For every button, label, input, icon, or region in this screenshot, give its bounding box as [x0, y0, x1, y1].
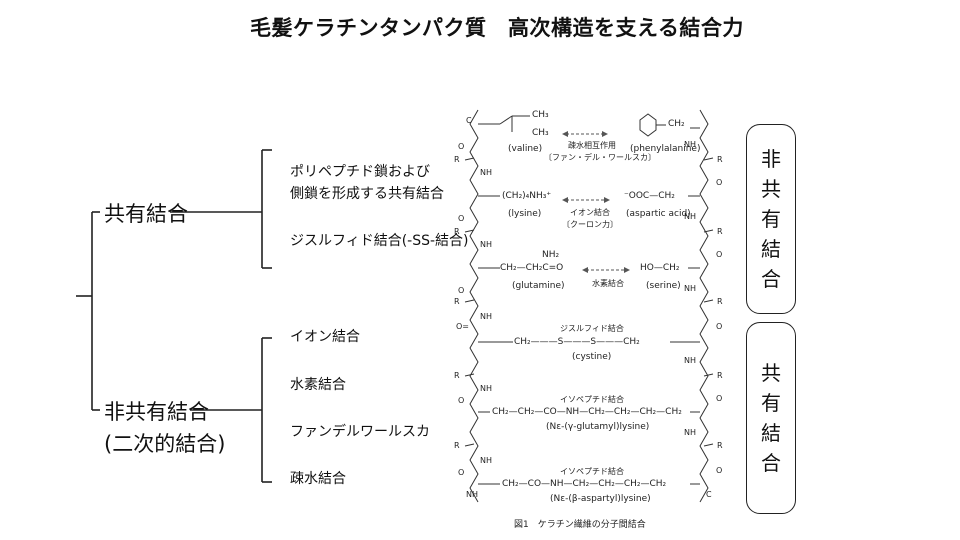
o-right-5: O — [716, 466, 723, 475]
o-right-1: O — [716, 178, 723, 187]
r-group-left-5: R — [454, 441, 460, 450]
covalent-box-char-4: 合 — [761, 451, 781, 475]
r-group-right-5: R — [717, 441, 723, 450]
noncovalent-box-char-3: 有 — [761, 207, 781, 231]
o-left-5: O — [458, 468, 465, 477]
disulfide-item: ジスルフィド結合(-SS-結合) — [290, 233, 469, 249]
serine-label: (serine) — [646, 281, 681, 291]
valine-label: (valine) — [508, 144, 543, 154]
nh-right-2: NH — [684, 212, 696, 221]
ionic-item: イオン結合 — [290, 329, 360, 345]
phenyl-ch2: CH₂ — [668, 119, 685, 129]
isopeptide-label-2: イソペプチド結合 — [560, 467, 624, 476]
asp-lys-label: (Nε-(β-aspartyl)lysine) — [550, 494, 651, 504]
covalent-box-char-3: 結 — [761, 421, 781, 445]
o-right-4: O — [716, 394, 723, 403]
isopeptide-label-1: イソペプチド結合 — [560, 395, 624, 404]
glutamine-nh2: NH₂ — [542, 250, 560, 260]
o-left-4: O — [458, 396, 465, 405]
r-group-right-2: R — [717, 227, 723, 236]
cystine-label: (cystine) — [572, 352, 612, 362]
aspartic-label: (aspartic acid) — [626, 209, 691, 219]
covalent-box-char-1: 共 — [761, 361, 781, 385]
o-left-2: O — [458, 214, 465, 223]
polypeptide-item-line2: 側鎖を形成する共有結合 — [290, 186, 444, 202]
r-group-right-4: R — [717, 371, 723, 380]
hydrogen-item: 水素結合 — [290, 377, 346, 393]
chain-end-right: C — [706, 490, 712, 499]
nh-left-2: NH — [480, 240, 492, 249]
o-eq-left: O= — [456, 322, 469, 331]
serine-group: HO—CH₂ — [640, 263, 680, 273]
r-group-left-3: R — [454, 297, 460, 306]
nh-right-5: NH — [684, 428, 696, 437]
hydrogen-bond-label: 水素結合 — [592, 279, 624, 288]
r-group-right-1: R — [717, 155, 723, 164]
nh-right-3: NH — [684, 284, 696, 293]
coulomb-force-label: 〔クーロン力〕 — [562, 220, 618, 229]
covalent-box: 共 有 結 合 — [746, 322, 796, 514]
secondary-bond-label: (二次的結合) — [104, 432, 226, 456]
nh-left-4: NH — [480, 384, 492, 393]
noncovalent-bond-label: 非共有結合 — [104, 400, 209, 424]
page-title: 毛髪ケラチンタンパク質 高次構造を支える結合力 — [250, 16, 744, 40]
r-group-left-1: R — [454, 155, 460, 164]
figure-caption: 図1 ケラチン繊維の分子間結合 — [514, 520, 646, 530]
o-left-1: O — [458, 142, 465, 151]
lysine-label: (lysine) — [508, 209, 542, 219]
noncovalent-box: 非 共 有 結 合 — [746, 124, 796, 314]
nh-left-5: NH — [480, 456, 492, 465]
noncovalent-box-char-5: 合 — [761, 267, 781, 291]
noncovalent-box-char-4: 結 — [761, 237, 781, 261]
glu-lys-chain: CH₂—CH₂—CO—NH—CH₂—CH₂—CH₂—CH₂ — [492, 407, 682, 417]
o-right-2: O — [716, 250, 723, 259]
valine-ch3-b: CH₃ — [532, 128, 549, 138]
noncovalent-box-char-1: 非 — [761, 147, 781, 171]
nh-right-4: NH — [684, 356, 696, 365]
disulfide-bond-label: ジスルフィド結合 — [560, 324, 624, 333]
cystine-chain: CH₂———S———S———CH₂ — [514, 337, 640, 347]
hydrophobic-item: 疎水結合 — [290, 471, 346, 487]
aspartic-group: ⁻OOC—CH₂ — [624, 191, 675, 201]
covalent-bond-label: 共有結合 — [104, 202, 188, 226]
chain-start-left: C — [466, 116, 472, 125]
glutamine-group: CH₂—CH₂C=O — [500, 263, 564, 273]
nh-left-3: NH — [480, 312, 492, 321]
vdw-item: ファンデルワールスカ — [290, 424, 430, 440]
asp-lys-chain: CH₂—CO—NH—CH₂—CH₂—CH₂—CH₂ — [502, 479, 667, 489]
phenylalanine-label: (phenylalanine) — [630, 144, 701, 154]
r-group-left-2: R — [454, 227, 460, 236]
r-group-right-3: R — [717, 297, 723, 306]
glutamine-label: (glutamine) — [512, 281, 565, 291]
o-right-3: O — [716, 322, 723, 331]
nh-bottom-left: NH — [466, 490, 478, 499]
lysine-group: (CH₂)₄NH₃⁺ — [502, 191, 552, 201]
covalent-box-char-2: 有 — [761, 391, 781, 415]
o-left-3: O — [458, 286, 465, 295]
ionic-bond-label: イオン結合 — [570, 208, 610, 217]
hydrophobic-interaction-label: 疎水相互作用 — [568, 141, 616, 150]
nh-left-1: NH — [480, 168, 492, 177]
r-group-left-4: R — [454, 371, 460, 380]
nh-right-1: NH — [684, 140, 696, 149]
vdw-force-label: 〔ファン・デル・ワールスカ〕 — [544, 153, 656, 162]
noncovalent-box-char-2: 共 — [761, 177, 781, 201]
glu-lys-label: (Nε-(γ-glutamyl)lysine) — [546, 422, 650, 432]
polypeptide-item-line1: ポリペプチド鎖および — [290, 164, 430, 180]
valine-ch3: CH₃ — [532, 110, 549, 120]
